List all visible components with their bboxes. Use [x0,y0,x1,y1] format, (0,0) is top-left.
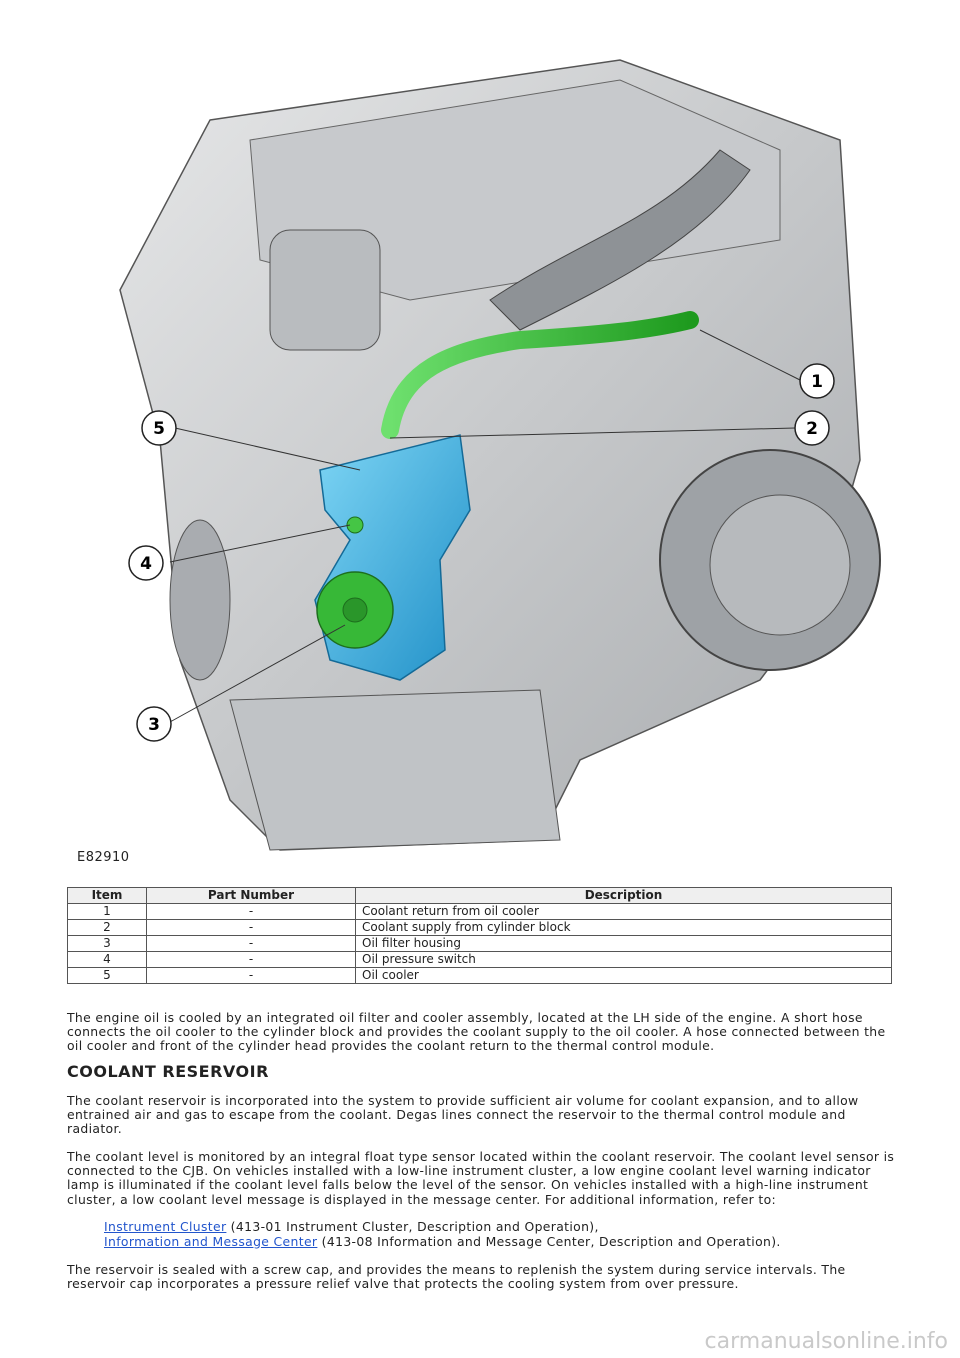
callout-5-label: 5 [153,419,165,439]
link-instrument-cluster[interactable]: Instrument Cluster [104,1219,227,1234]
cell-item: 1 [67,903,147,920]
filter-cap-hex [342,597,368,623]
parts-table: Item Part Number Description 1 - Coolant… [67,887,892,984]
cell-item: 2 [67,919,147,936]
table-row: 4 - Oil pressure switch [67,951,892,968]
front-cover [269,229,381,351]
callout-3: 3 [136,706,172,742]
table-row: 5 - Oil cooler [67,967,892,984]
col-part-number: Part Number [146,887,356,904]
cell-item: 4 [67,951,147,968]
cell-part-number: - [146,951,356,968]
callout-1-label: 1 [811,372,823,392]
reference-1-detail: (413-01 Instrument Cluster, Description … [226,1219,599,1234]
cell-part-number: - [146,935,356,952]
callout-4: 4 [128,545,164,581]
callout-2: 2 [794,410,830,446]
cell-description: Oil cooler [355,967,892,984]
cell-part-number: - [146,919,356,936]
crank-pulley [169,519,231,681]
table-row: 1 - Coolant return from oil cooler [67,903,892,920]
callout-3-label: 3 [148,715,160,735]
table-header-row: Item Part Number Description [67,887,892,904]
callout-1: 1 [799,363,835,399]
callout-4-label: 4 [140,554,152,574]
engine-illustration: 1 2 3 4 5 [60,40,920,880]
section-heading: COOLANT RESERVOIR [67,1062,269,1081]
engine-drawing: 1 2 3 4 5 [119,59,881,851]
callout-5: 5 [141,410,177,446]
paragraph-level-sensor: The coolant level is monitored by an int… [67,1149,895,1207]
table-row: 3 - Oil filter housing [67,935,892,952]
link-information-message-center[interactable]: Information and Message Center [104,1233,318,1249]
intake-pipe [489,149,751,331]
cell-item: 5 [67,967,147,984]
watermark: carmanualsonline.info [704,1329,948,1354]
reference-links: Instrument Cluster (413-01 Instrument Cl… [104,1219,904,1250]
cell-description: Oil filter housing [355,935,892,952]
cell-description: Oil pressure switch [355,951,892,968]
reference-2: Information and Message Center (413-08 I… [104,1233,904,1250]
paragraph-oil-cooling: The engine oil is cooled by an integrate… [67,1010,886,1054]
col-description: Description [355,887,892,904]
cell-part-number: - [146,967,356,984]
paragraph-reservoir-cap: The reservoir is sealed with a screw cap… [67,1262,846,1292]
figure-code: E82910 [77,850,130,865]
cell-description: Coolant return from oil cooler [355,903,892,920]
coolant-hose [381,311,699,439]
reference-2-detail: (413-08 Information and Message Center, … [317,1233,781,1249]
clutch [709,494,851,636]
cell-part-number: - [146,903,356,920]
cell-item: 3 [67,935,147,952]
table-row: 2 - Coolant supply from cylinder block [67,919,892,936]
reference-1: Instrument Cluster (413-01 Instrument Cl… [104,1219,904,1235]
callout-2-label: 2 [806,419,818,439]
paragraph-reservoir: The coolant reservoir is incorporated in… [67,1093,859,1137]
col-item: Item [67,887,147,904]
cell-description: Coolant supply from cylinder block [355,919,892,936]
leader-lines [169,329,801,723]
pressure-switch [346,516,364,534]
oil-pan [229,689,561,851]
